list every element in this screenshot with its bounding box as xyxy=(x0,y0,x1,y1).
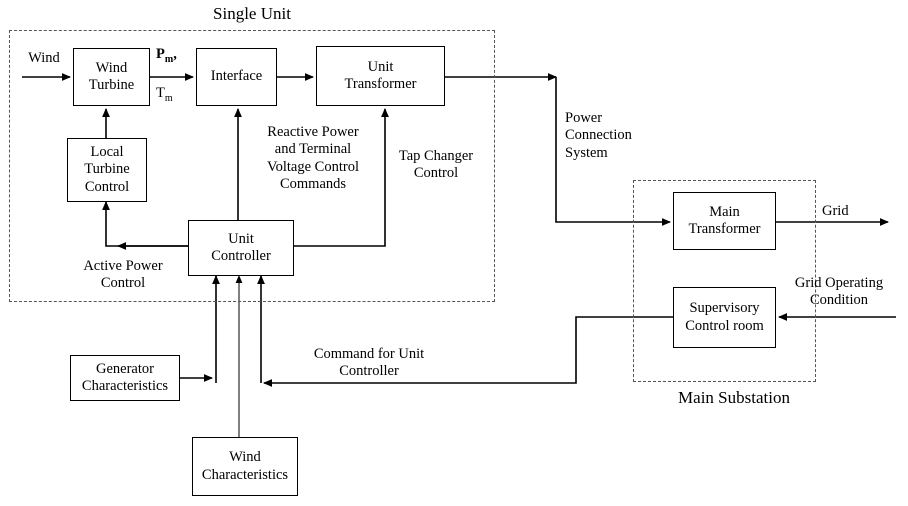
label-active-power-control: Active Power Control xyxy=(83,258,163,292)
label-command-for-unit-controller: Command for Unit Controller xyxy=(313,346,425,380)
label-pm-subscript: m xyxy=(164,53,174,65)
block-supervisory-control-room[interactable]: Supervisory Control room xyxy=(673,287,776,348)
main-substation-boundary xyxy=(633,180,816,382)
main-substation-title: Main Substation xyxy=(678,388,790,407)
single-unit-boundary xyxy=(9,30,495,302)
block-unit-transformer[interactable]: Unit Transformer xyxy=(316,46,445,106)
block-local-turbine-control[interactable]: Local Turbine Control xyxy=(67,138,147,202)
block-wind-characteristics[interactable]: Wind Characteristics xyxy=(192,437,298,496)
single-unit-title: Single Unit xyxy=(213,4,291,23)
label-wind: Wind xyxy=(28,50,60,66)
block-interface[interactable]: Interface xyxy=(196,48,277,106)
label-tm-subscript: m xyxy=(164,92,173,104)
label-tap-changer-control: Tap Changer Control xyxy=(398,148,474,182)
wire-power-connection-system xyxy=(555,77,671,226)
label-grid-operating-condition: Grid Operating Condition xyxy=(794,275,884,309)
block-generator-characteristics[interactable]: Generator Characteristics xyxy=(70,355,180,401)
label-power-connection-system: Power Connection System xyxy=(565,110,632,161)
label-pm: Pm, xyxy=(156,46,177,65)
block-main-transformer[interactable]: Main Transformer xyxy=(673,192,776,250)
label-pm-base: P xyxy=(156,46,165,62)
wire-command-for-unit-controller xyxy=(263,316,673,387)
label-pm-comma: , xyxy=(173,46,177,62)
block-unit-controller[interactable]: Unit Controller xyxy=(188,220,294,276)
block-wind-turbine[interactable]: Wind Turbine xyxy=(73,48,150,106)
label-tm-base: T xyxy=(156,85,165,101)
label-tm: Tm xyxy=(156,85,173,104)
wire-unit-controller-to-unit-transformer xyxy=(294,108,389,247)
label-reactive-power-commands: Reactive Power and Terminal Voltage Cont… xyxy=(267,124,359,193)
label-grid: Grid xyxy=(822,203,849,219)
